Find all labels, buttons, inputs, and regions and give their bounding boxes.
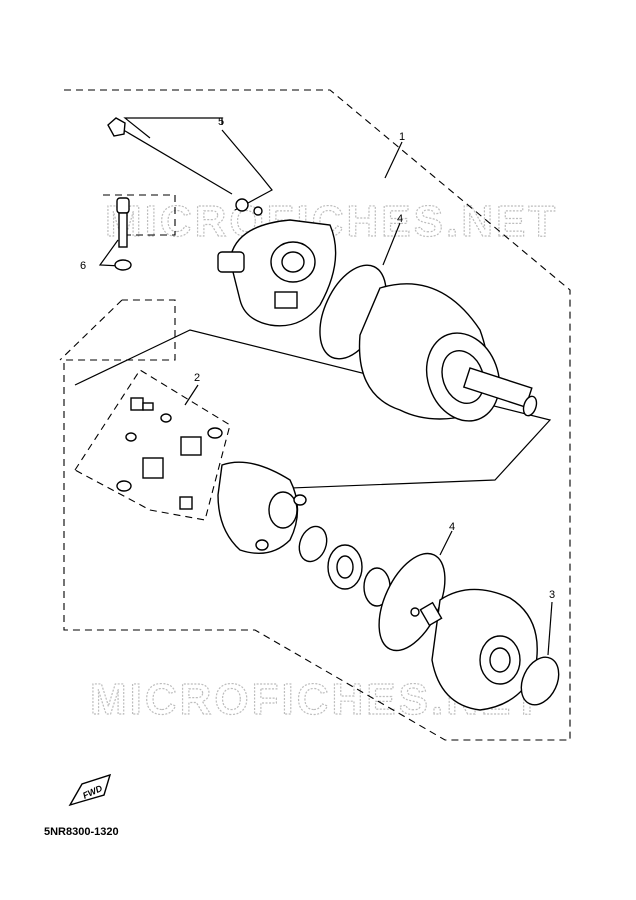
leader-1 [384,141,403,179]
leader-4b [439,530,453,556]
callout-3: 3 [549,589,555,601]
front-bracket [217,219,337,327]
leader-2 [184,384,199,406]
bolt-group-boundary [103,194,176,236]
leader-4a [382,222,401,266]
o-ring-rear [520,656,560,706]
leader-5 [123,117,223,139]
through-bolt [107,117,263,216]
leader-5b [221,129,273,211]
callout-1: 1 [399,131,405,143]
callout-6: 6 [80,260,86,272]
callout-5: 5 [218,116,224,128]
callout-4-lower: 4 [449,521,455,533]
brush-holder [217,461,307,554]
callout-4-upper: 4 [397,213,403,225]
bearing [327,544,363,590]
leader-6 [98,239,122,267]
part-code: 5NR8300-1320 [44,826,119,838]
cap-screw [114,197,132,271]
washer [298,525,328,563]
leader-3 [547,601,553,656]
yoke-housing [358,283,538,422]
bracket-boundary-6 [59,299,123,361]
callout-2: 2 [194,372,200,384]
brush-set-boundary [74,369,231,521]
brush-set [116,397,223,510]
endplate-outline [74,329,552,491]
fwd-arrow: FWD [68,773,112,807]
rear-cover [410,588,538,711]
assembly-boundary-upper [63,89,571,741]
